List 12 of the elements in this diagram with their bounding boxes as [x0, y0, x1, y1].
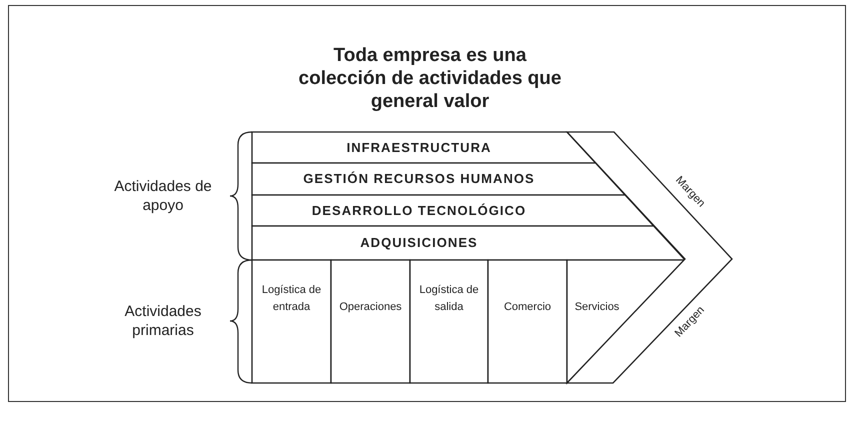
- activity-label: GESTIÓN RECURSOS HUMANOS: [303, 170, 535, 188]
- activity-label: ADQUISICIONES: [360, 234, 478, 252]
- activity-label: Servicios: [574, 300, 620, 315]
- activity-label: Logística de salida: [418, 283, 480, 315]
- title: Toda empresa es una colección de actividades que general valor: [298, 44, 562, 113]
- group-label: Actividades primarias: [124, 302, 202, 340]
- activity-label: Operaciones: [339, 300, 402, 315]
- activity-label: DESARROLLO TECNOLÓGICO: [312, 202, 526, 220]
- activity-label: Logística de entrada: [260, 283, 322, 315]
- activity-label: Comercio: [504, 300, 552, 315]
- group-label: Actividades de apoyo: [113, 177, 213, 215]
- activity-label: INFRAESTRUCTURA: [346, 138, 492, 157]
